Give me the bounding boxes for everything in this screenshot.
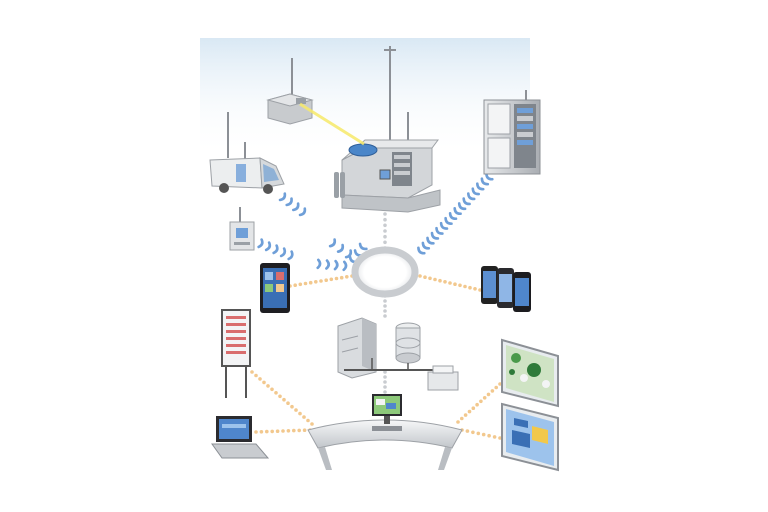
wifi-link-tablet — [316, 258, 348, 272]
display-board-icon — [221, 309, 251, 398]
wired-link-3d — [460, 428, 502, 440]
display-board — [221, 309, 251, 398]
rooftop-station — [266, 58, 365, 146]
laptop-icon — [211, 416, 270, 459]
analyzer-cabinet — [483, 90, 541, 175]
server-database-icon — [337, 317, 459, 391]
laser-beam — [299, 102, 365, 146]
wifi-link-van — [278, 192, 307, 217]
laptop — [211, 416, 270, 459]
wired-link-phones — [418, 274, 482, 292]
wired-link-map — [456, 382, 502, 424]
mobile-lab-van — [209, 112, 285, 194]
monitoring-station-icon — [334, 46, 441, 213]
monitoring-van-icon — [209, 112, 285, 194]
wifi-link-cabinet — [417, 172, 494, 255]
connection-links — [250, 172, 502, 440]
wired-link-laptop — [254, 428, 312, 434]
gis-map-screen — [501, 338, 559, 408]
backbone-station-hub — [383, 212, 387, 250]
sensor-box-icon — [229, 207, 255, 251]
central-hub — [351, 246, 419, 298]
wifi-link-sensor — [257, 238, 294, 261]
tablet-icon — [260, 263, 290, 313]
analyzer-cabinet-icon — [483, 90, 541, 175]
control-desk-icon — [307, 394, 463, 470]
backbone-hub-server — [383, 294, 387, 318]
map-screen-icon — [501, 338, 559, 408]
tablet — [260, 263, 290, 313]
3d-model-screen-icon — [501, 402, 559, 472]
3d-model-screen — [501, 402, 559, 472]
smartphone-icon — [481, 266, 531, 312]
smartphones — [481, 266, 531, 312]
wifi-link-station-left — [328, 238, 353, 259]
server-cluster — [337, 317, 459, 391]
wired-link-tablet — [288, 274, 354, 288]
network-ring-icon — [351, 246, 419, 298]
sky-background — [200, 38, 530, 158]
control-desk — [307, 394, 463, 470]
monitoring-station-main — [334, 46, 441, 213]
wired-link-board — [250, 370, 314, 426]
field-sensor-box — [229, 207, 255, 251]
backbone-server-desk — [383, 370, 387, 394]
